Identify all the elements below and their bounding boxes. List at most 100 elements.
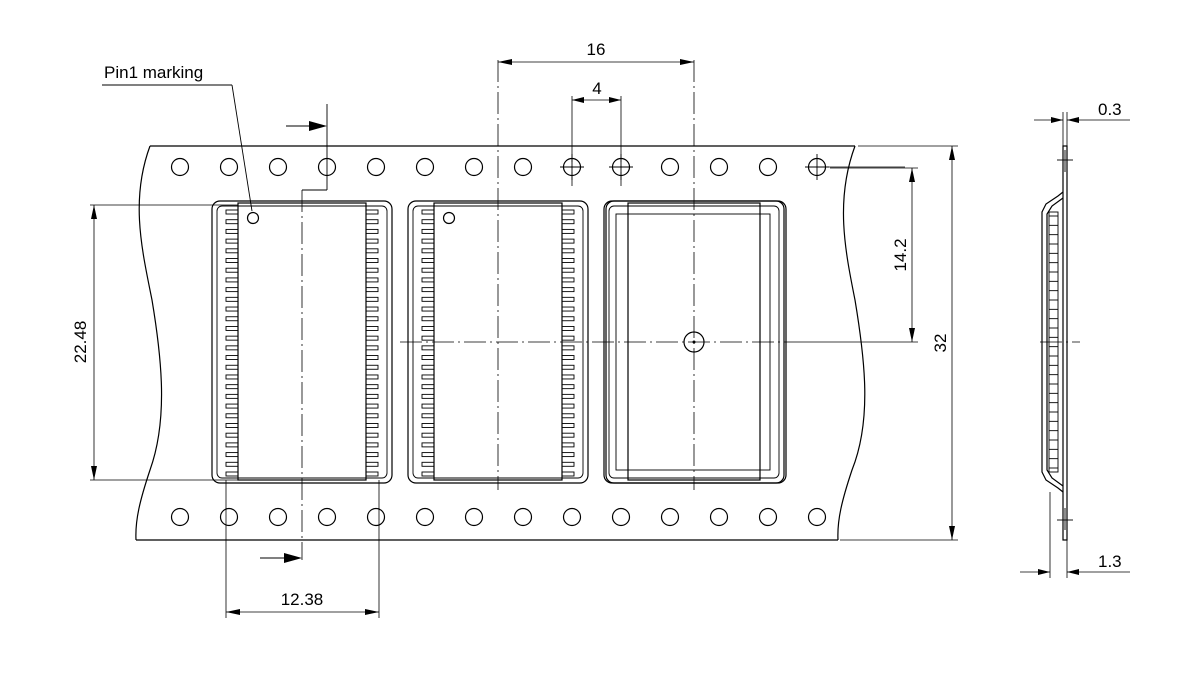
sprocket-hole xyxy=(660,157,680,177)
chip-pin xyxy=(225,335,239,341)
chip-pin xyxy=(365,345,379,351)
chip-pin xyxy=(561,219,575,225)
pin1-leader: Pin1 marking xyxy=(102,63,253,212)
sprocket-hole xyxy=(611,507,631,527)
carrier-tape xyxy=(135,145,866,541)
chip-pin xyxy=(365,471,379,477)
chip-pin xyxy=(561,306,575,312)
sprocket-hole xyxy=(317,507,337,527)
sprocket-hole xyxy=(464,507,484,527)
chip-pin xyxy=(225,287,239,293)
chip-pin xyxy=(561,432,575,438)
chip-pin xyxy=(225,267,239,273)
chip-pin xyxy=(561,423,575,428)
sprocket-hole xyxy=(709,507,729,527)
chip-pin xyxy=(365,258,379,263)
chip-pin xyxy=(421,364,435,370)
chip-pin xyxy=(365,287,379,293)
sprocket-hole xyxy=(366,507,386,527)
chip-pin xyxy=(421,423,435,428)
chip-pin xyxy=(365,364,379,370)
chip-pin xyxy=(421,384,435,390)
chip-pin xyxy=(561,403,575,409)
chip-pin xyxy=(365,325,379,331)
chip-pin xyxy=(225,209,239,215)
chip-pin xyxy=(365,316,379,322)
sprocket-hole xyxy=(268,507,288,527)
chip-pin xyxy=(365,238,379,244)
chip-pin xyxy=(421,461,435,467)
chip-pin xyxy=(421,296,435,302)
sprocket-hole xyxy=(513,157,533,177)
chip-pin xyxy=(421,219,435,225)
chip-pin xyxy=(225,355,239,361)
side-view: 0.3 1.3 xyxy=(1020,100,1130,578)
chip-pin xyxy=(225,219,239,225)
sprocket-hole xyxy=(366,157,386,177)
chip-pin xyxy=(421,442,435,448)
label-0-3: 0.3 xyxy=(1098,100,1122,119)
chip-pin xyxy=(561,258,575,263)
chip-pin xyxy=(561,335,575,341)
chip-pin xyxy=(225,325,239,331)
chip-pin xyxy=(561,393,575,399)
center-lines xyxy=(301,60,800,560)
chip-pin xyxy=(365,219,379,225)
chip-pin xyxy=(421,238,435,244)
chip-pin xyxy=(365,335,379,341)
chip-pin xyxy=(421,374,435,380)
chip-pin xyxy=(365,413,379,419)
chip-pin xyxy=(561,248,575,254)
chip-pin xyxy=(225,228,239,234)
chip-pin xyxy=(365,393,379,399)
sprocket-hole xyxy=(513,507,533,527)
chip-pin xyxy=(561,471,575,477)
pin1-marking-label: Pin1 marking xyxy=(104,63,203,82)
sprocket-holes-bottom xyxy=(170,507,827,527)
chip-pin xyxy=(561,267,575,273)
chip-pin xyxy=(225,452,239,458)
sprocket-hole xyxy=(807,507,827,527)
sprocket-hole xyxy=(709,157,729,177)
label-4: 4 xyxy=(592,79,601,98)
chip-pin xyxy=(421,306,435,312)
sprocket-hole xyxy=(758,507,778,527)
chip-pin xyxy=(365,374,379,380)
sprocket-hole xyxy=(660,507,680,527)
chip-pin xyxy=(421,471,435,477)
chip-pin xyxy=(561,238,575,244)
chip-pin xyxy=(225,277,239,283)
chip-pin xyxy=(365,355,379,361)
chip-pin xyxy=(421,355,435,361)
chip-pin xyxy=(365,384,379,390)
chip-pin xyxy=(225,248,239,254)
chip-pin xyxy=(421,277,435,283)
chip-pin xyxy=(365,442,379,448)
chip-pin xyxy=(225,423,239,428)
dimension-4: 4 xyxy=(571,79,622,140)
pocket-inner xyxy=(216,205,388,479)
chip-pin xyxy=(225,364,239,370)
chip-body xyxy=(237,202,367,481)
chip-pin xyxy=(421,316,435,322)
chip-pin xyxy=(561,413,575,419)
chip-pin xyxy=(421,393,435,399)
chip-pin xyxy=(365,461,379,467)
chip-pin xyxy=(421,452,435,458)
chip-pin xyxy=(561,296,575,302)
chip-pin xyxy=(225,442,239,448)
chip-pin xyxy=(421,228,435,234)
chip-pin xyxy=(561,461,575,467)
sprocket-hole xyxy=(758,157,778,177)
chip-pin xyxy=(365,432,379,438)
chip-pin xyxy=(365,452,379,458)
chip-pin xyxy=(421,432,435,438)
dimension-32: 32 xyxy=(840,145,958,541)
chip-pin xyxy=(225,238,239,244)
chip-pin xyxy=(561,325,575,331)
sprocket-hole xyxy=(464,157,484,177)
chip-pin xyxy=(365,423,379,428)
sprocket-holes-top xyxy=(170,154,905,180)
chip-pin xyxy=(365,277,379,283)
